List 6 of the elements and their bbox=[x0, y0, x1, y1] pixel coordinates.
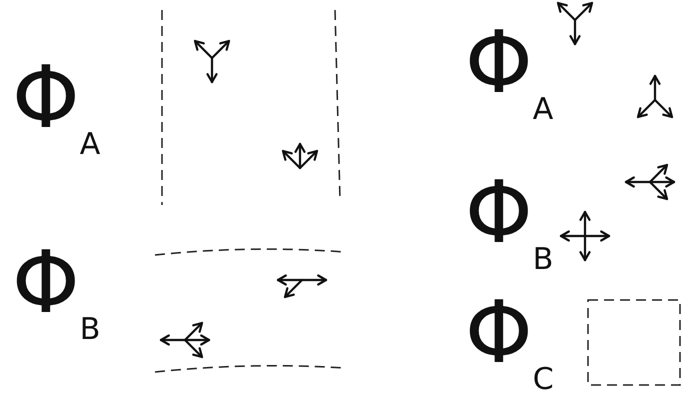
phase-symbol: Φ$_{C}$ bbox=[465, 290, 554, 395]
phase-symbol: Φ$_{B}$ bbox=[12, 240, 100, 345]
phase-symbol: Φ$_{A}$ bbox=[12, 55, 100, 160]
phase-symbol: Φ$_{B}$ bbox=[465, 170, 554, 275]
phase-symbol: Φ$_{A}$ bbox=[465, 20, 554, 125]
dashed-box bbox=[587, 299, 681, 386]
